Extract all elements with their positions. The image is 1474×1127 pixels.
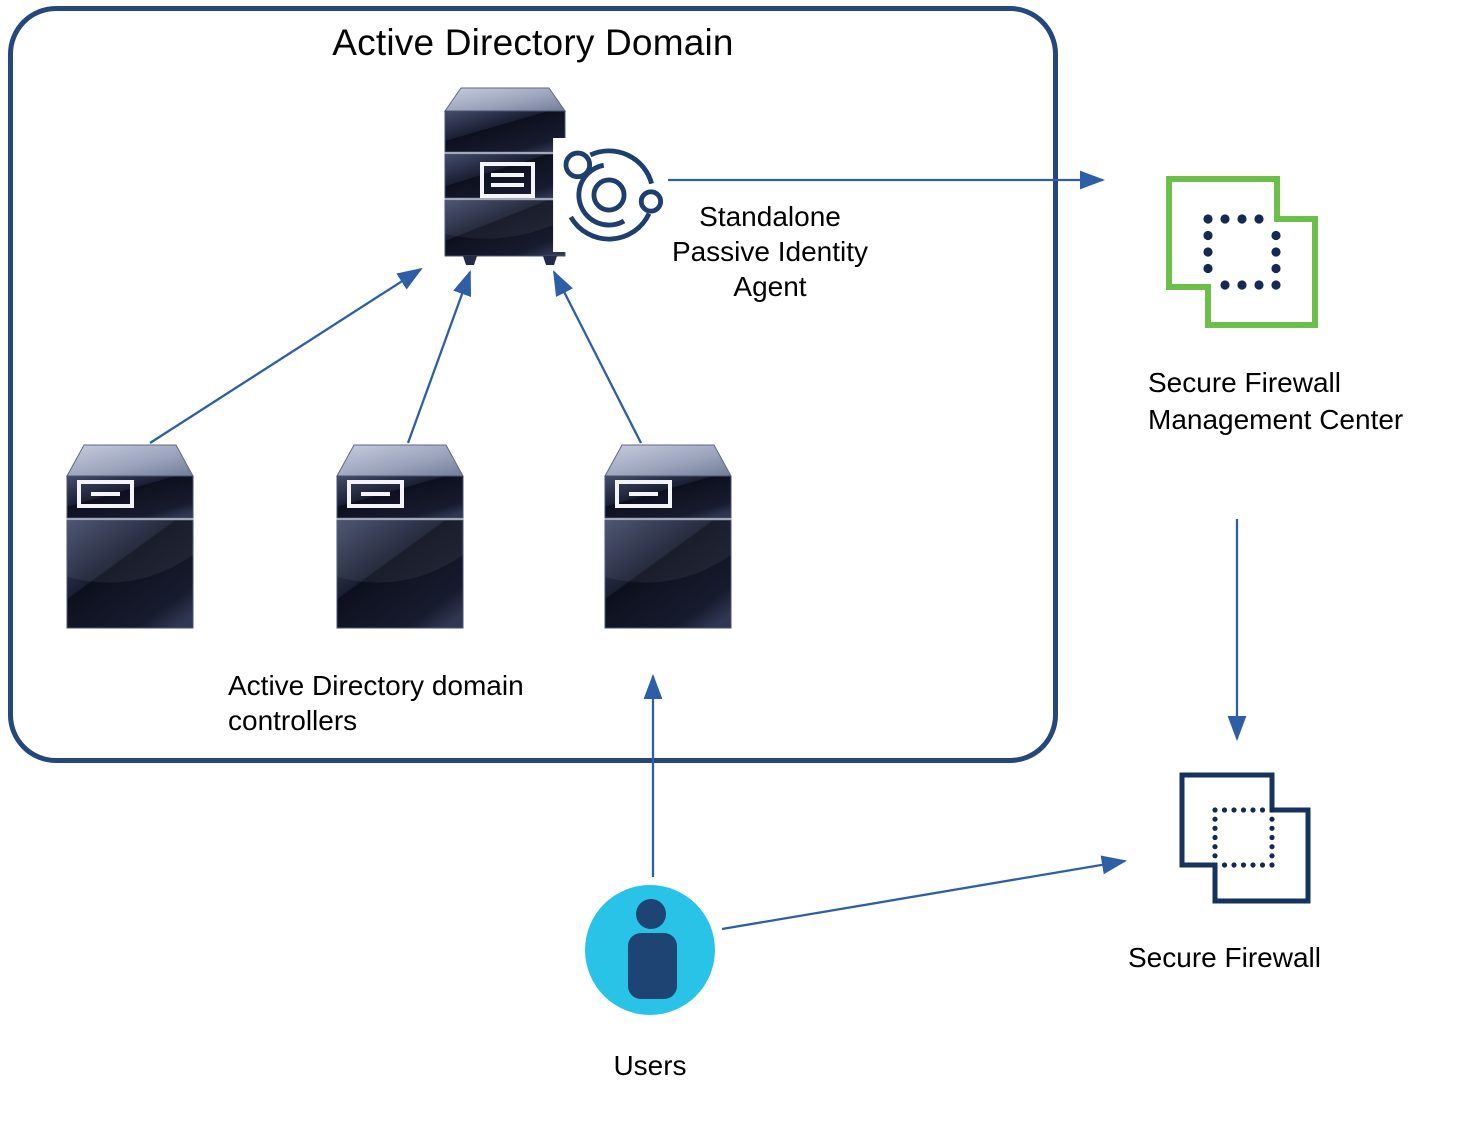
- users-label: Users: [613, 1050, 687, 1081]
- server-icon-domain-controller-1: [65, 443, 195, 630]
- server-icon-passive-identity-agent: [443, 86, 567, 267]
- agent-label-line-2: Passive Identity: [671, 236, 869, 267]
- server-icon-domain-controller-3: [603, 443, 733, 630]
- secure-firewall-icon: [1179, 772, 1311, 904]
- dc-label-line-2: controllers: [228, 705, 358, 736]
- agent-label-line-1: Standalone: [699, 201, 841, 232]
- passive-identity-agent-orbit-icon: [553, 138, 665, 252]
- dc-label-line-1: Active Directory domain: [228, 670, 524, 701]
- management-center-label: Secure Firewall Management Center: [1148, 364, 1403, 438]
- management-center-icon: [1166, 176, 1318, 328]
- person-body: [628, 933, 677, 999]
- passive-identity-agent-label: Standalone Passive Identity Agent: [645, 199, 895, 304]
- mc-label-line-1: Secure Firewall: [1148, 367, 1341, 398]
- arrow-dc3-to-agent: [552, 270, 643, 444]
- users-icon: [585, 885, 715, 1015]
- person-head: [636, 899, 666, 929]
- domain-controllers-label: Active Directory domain controllers: [228, 668, 524, 738]
- arrow-users-to-firewall: [721, 855, 1128, 931]
- arrow-dc1-to-agent: [149, 267, 423, 444]
- mc-label-line-2: Management Center: [1148, 404, 1404, 435]
- secure-firewall-label: Secure Firewall: [1128, 942, 1321, 973]
- agent-label-line-3: Agent: [733, 271, 807, 302]
- arrow-dc2-to-agent: [406, 270, 472, 444]
- active-directory-domain-boundary: [8, 6, 1058, 763]
- domain-title: Active Directory Domain: [332, 22, 734, 63]
- server-icon-domain-controller-2: [335, 443, 465, 630]
